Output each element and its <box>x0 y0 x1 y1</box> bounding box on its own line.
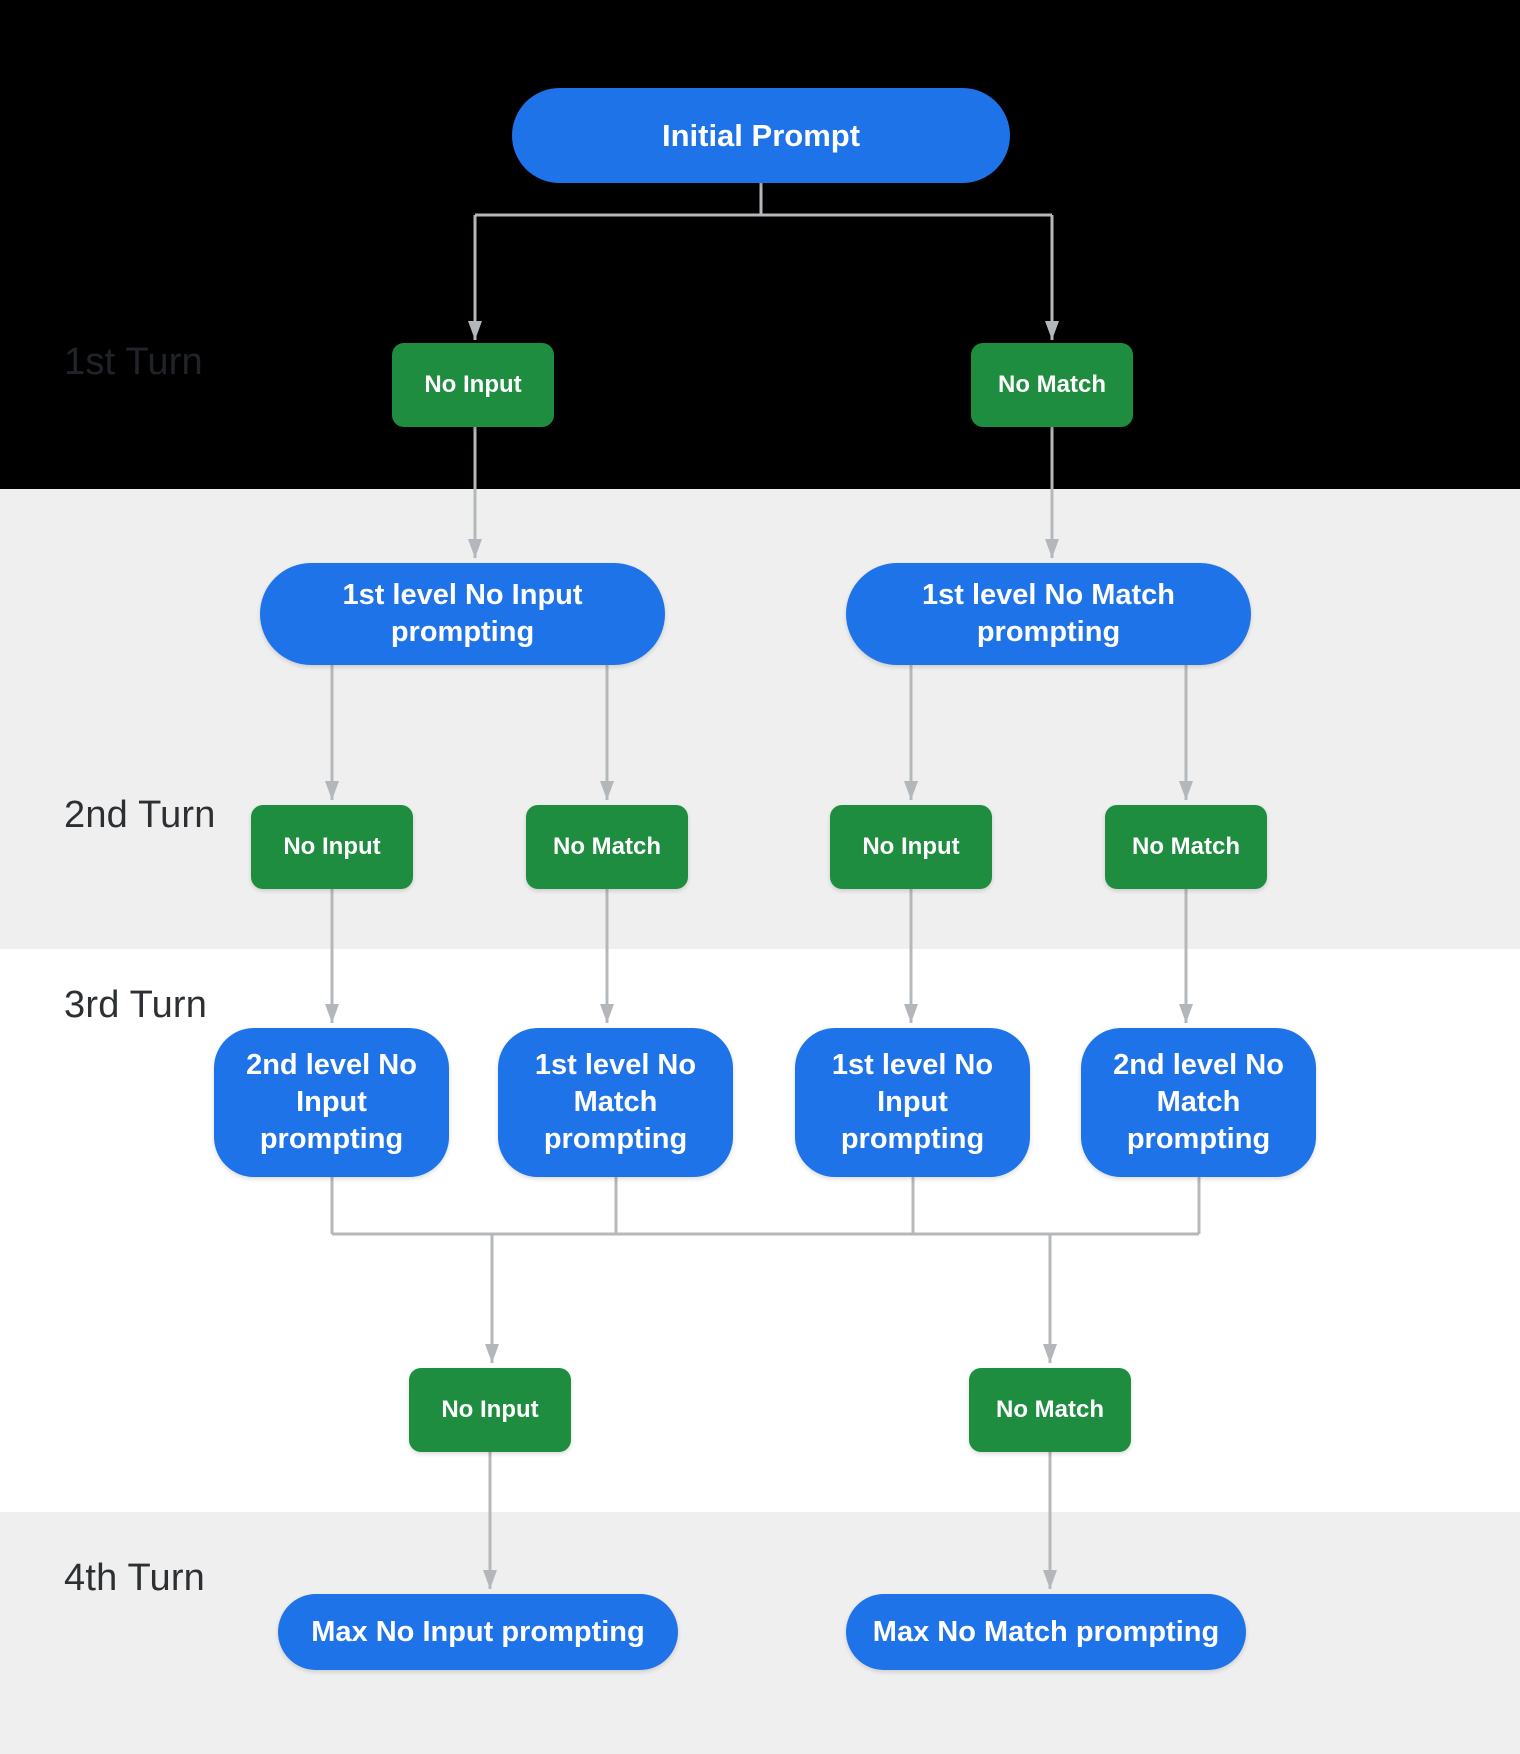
node-t3-green-no-match: No Match <box>969 1368 1131 1452</box>
node-t3-green-no-input: No Input <box>409 1368 571 1452</box>
node-t1-no-match: No Match <box>971 343 1133 427</box>
node-t2-no-match-prompting: 1st level No Match prompting <box>846 563 1251 665</box>
band-turn1-black <box>0 0 1520 489</box>
node-t2-green-no-match-1: No Match <box>526 805 688 889</box>
node-t3-1st-no-input-prompting: 1st level No Input prompting <box>795 1028 1030 1177</box>
node-t2-green-no-input-2: No Input <box>830 805 992 889</box>
turn-label-2: 2nd Turn <box>64 794 216 836</box>
band-turn4-gray <box>0 1512 1520 1754</box>
node-t2-green-no-match-2: No Match <box>1105 805 1267 889</box>
node-t2-green-no-input-1: No Input <box>251 805 413 889</box>
turn-label-1: 1st Turn <box>64 341 203 383</box>
node-t4-max-no-match-prompting: Max No Match prompting <box>846 1594 1246 1670</box>
node-t3-2nd-no-input-prompting: 2nd level No Input prompting <box>214 1028 449 1177</box>
node-t1-no-input: No Input <box>392 343 554 427</box>
turn-label-4: 4th Turn <box>64 1557 206 1599</box>
turn-label-3: 3rd Turn <box>64 984 208 1026</box>
node-initial-prompt: Initial Prompt <box>512 88 1010 183</box>
node-t4-max-no-input-prompting: Max No Input prompting <box>278 1594 678 1670</box>
node-t3-1st-no-match-prompting: 1st level No Match prompting <box>498 1028 733 1177</box>
node-t2-no-input-prompting: 1st level No Input prompting <box>260 563 665 665</box>
node-t3-2nd-no-match-prompting: 2nd level No Match prompting <box>1081 1028 1316 1177</box>
